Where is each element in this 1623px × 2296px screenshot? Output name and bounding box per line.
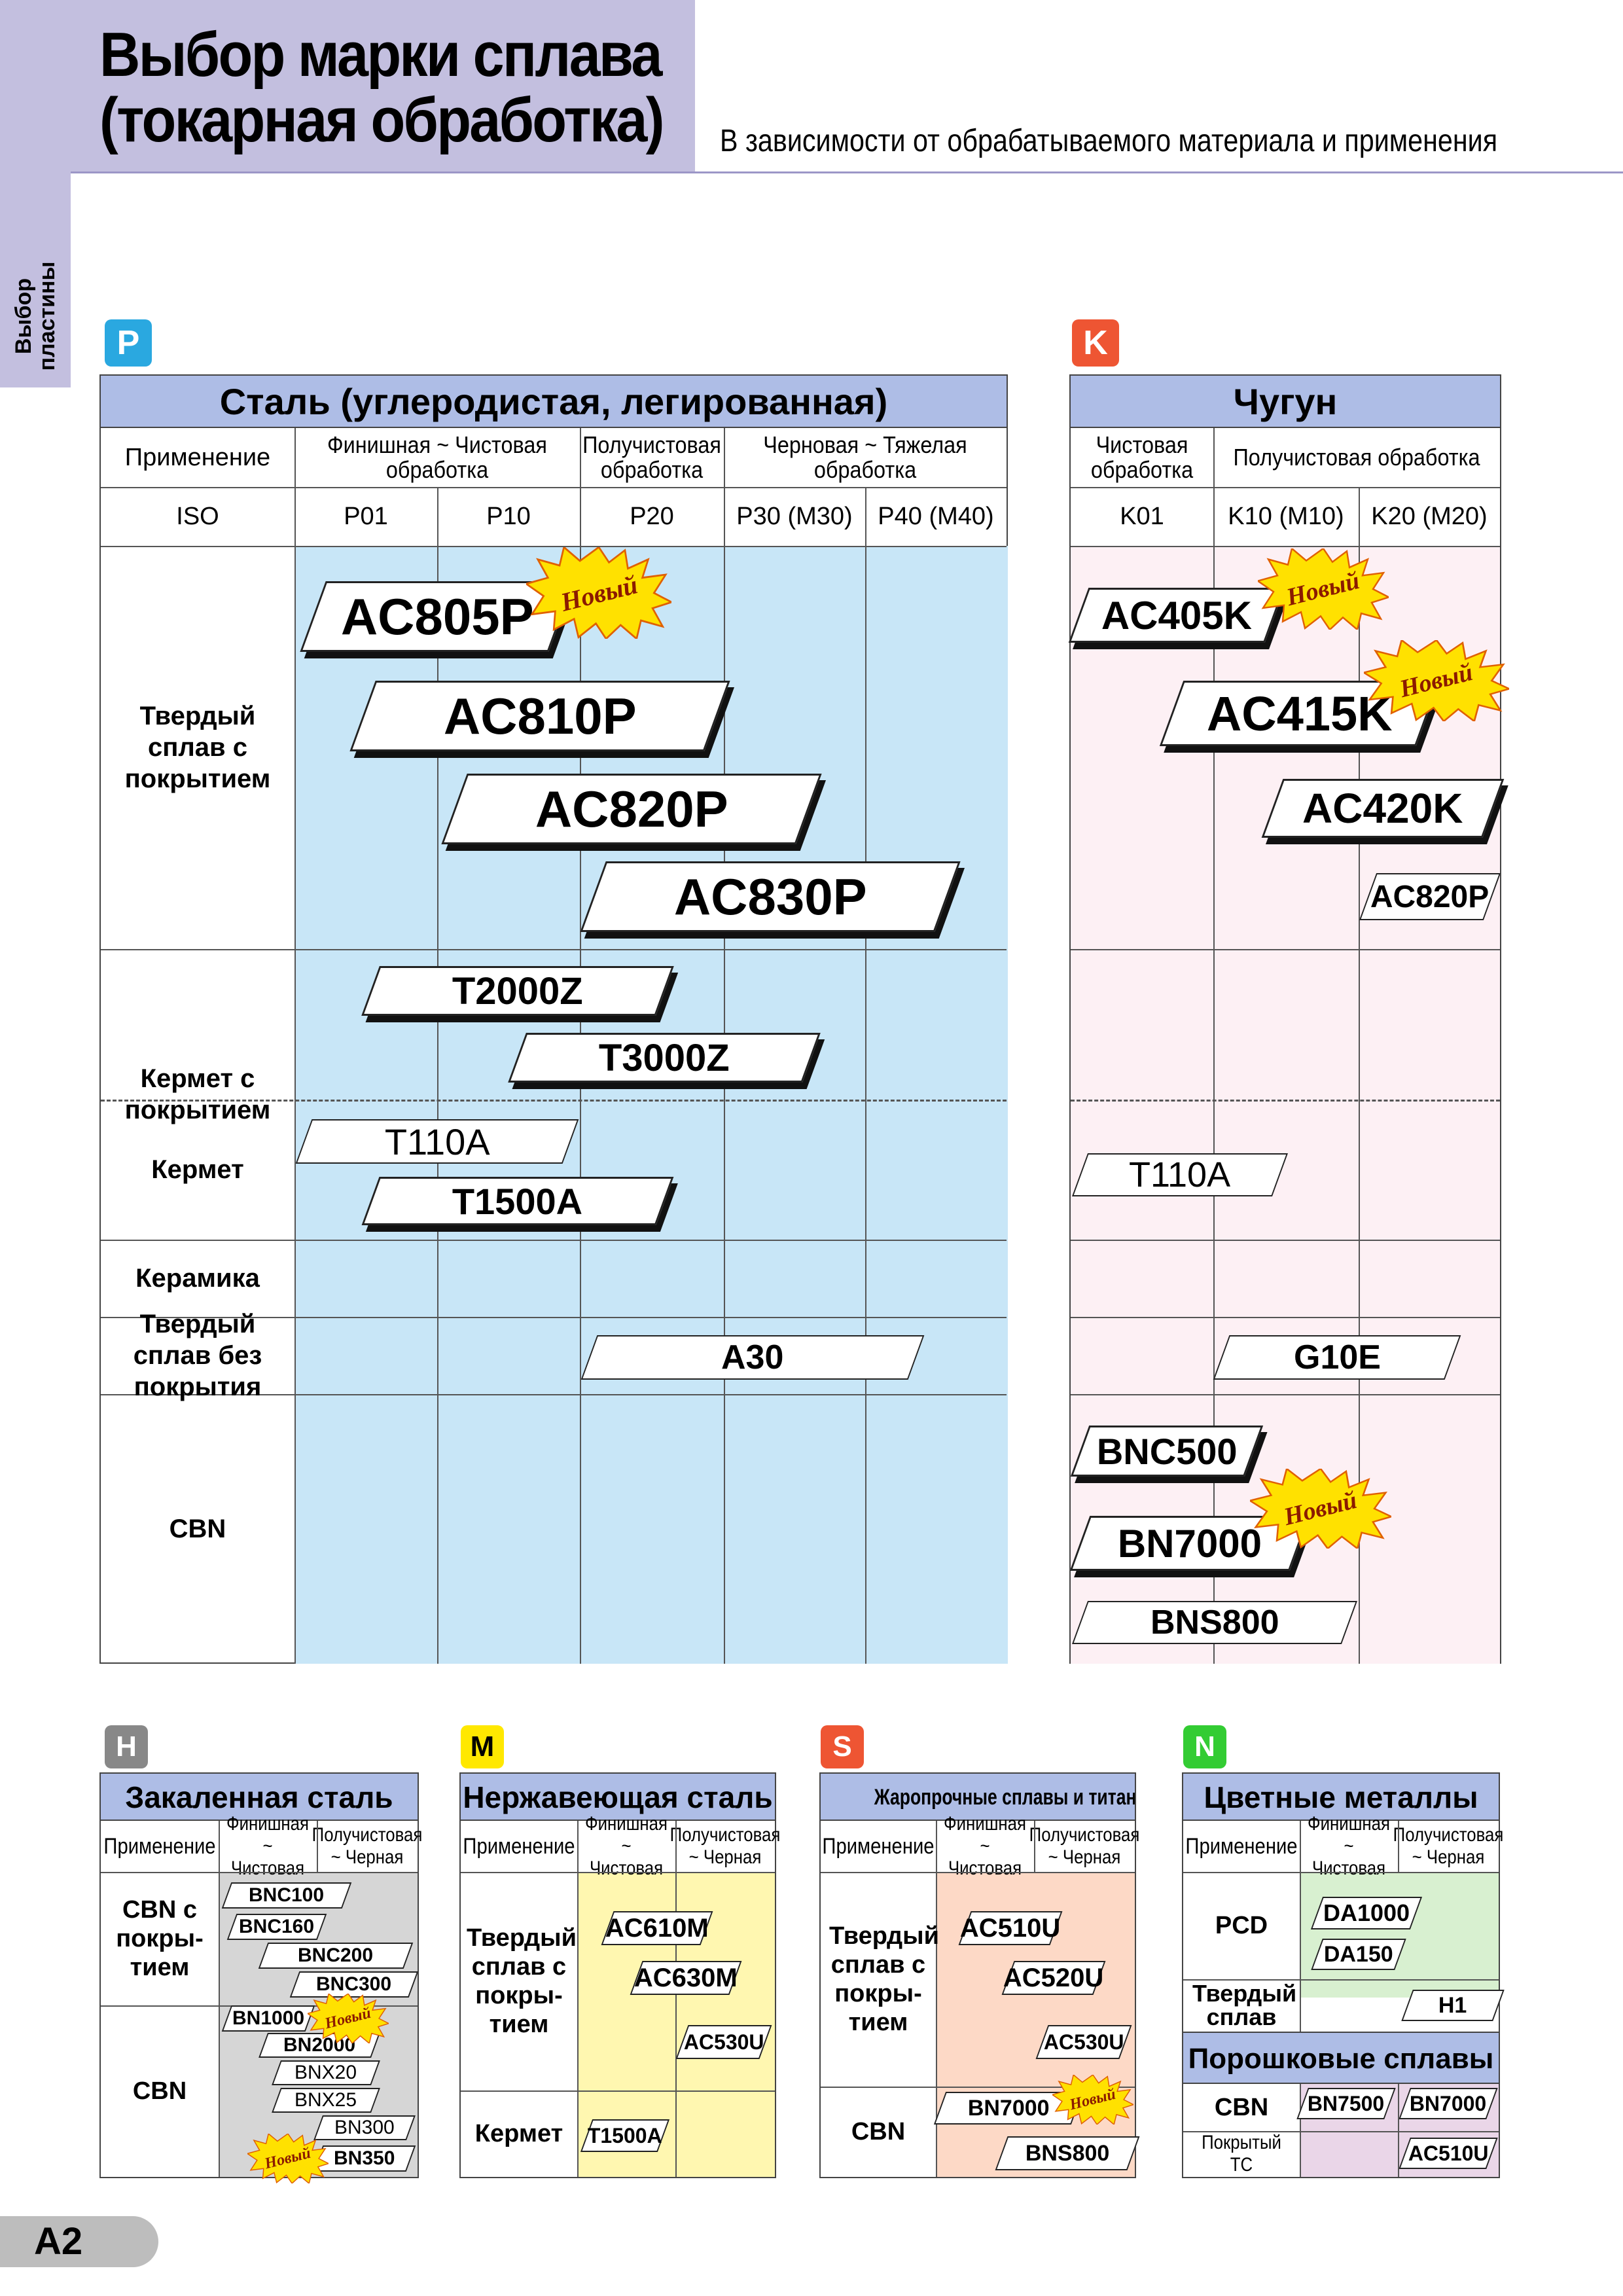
heatres-title: Жаропрочные сплавы и титановые сплавы: [821, 1774, 1135, 1821]
nonferrous-row4: Покрытый TC: [1202, 2132, 1281, 2176]
nonferrous-title: Цветные металлы: [1183, 1774, 1499, 1821]
grade-g10e[interactable]: G10E: [1213, 1335, 1461, 1380]
grade-ac820p[interactable]: AC820P: [441, 774, 822, 844]
nonferrous-row2: Твердый сплав: [1192, 1980, 1297, 2030]
grade-a30[interactable]: A30: [580, 1335, 925, 1380]
iron-title: Чугун: [1071, 376, 1500, 428]
badge-h-icon: H: [105, 1725, 148, 1768]
grade-t2000z[interactable]: T2000Z: [361, 966, 674, 1016]
iso-k10: K10 (M10): [1228, 503, 1344, 530]
new-burst-bn7000-s: Новый: [1052, 2075, 1133, 2125]
hardened-title: Закаленная сталь: [101, 1774, 418, 1821]
grade-da1000[interactable]: DA1000: [1310, 1897, 1423, 1929]
grade-t110a-iron[interactable]: T110A: [1071, 1153, 1289, 1196]
steel-app-label: Применение: [124, 444, 271, 471]
grade-h1[interactable]: H1: [1401, 1990, 1505, 2021]
iron-app-finish: Чистовая обработка: [1090, 431, 1194, 483]
grade-bn1000[interactable]: BN1000: [221, 2005, 315, 2032]
steel-table: Сталь (углеродистая, легированная) Приме…: [99, 374, 1008, 1664]
grade-ac520u[interactable]: AC520U: [1001, 1961, 1106, 1995]
grade-t110a-steel[interactable]: T110A: [295, 1119, 579, 1164]
iso-p20: P20: [630, 503, 674, 530]
grade-ac530u-s[interactable]: AC530U: [1035, 2025, 1132, 2059]
page-subtitle: В зависимости от обрабатываемого материа…: [720, 124, 1498, 158]
grade-ac405k[interactable]: AC405K: [1068, 588, 1285, 643]
grade-bn350[interactable]: BN350: [313, 2145, 416, 2172]
badge-m-icon: M: [461, 1725, 504, 1768]
stainless-title: Нержавеющая сталь: [461, 1774, 775, 1821]
hardened-row2: CBN: [132, 2077, 187, 2105]
new-burst-ac405k: Новый: [1258, 548, 1389, 630]
row-cbn: CBN: [169, 1515, 226, 1543]
iso-p10: P10: [486, 503, 531, 530]
new-burst-ac805p: Новый: [526, 547, 671, 639]
badge-n-icon: N: [1183, 1725, 1226, 1768]
badge-k-icon: K: [1072, 319, 1119, 367]
grade-bns800-s[interactable]: BNS800: [995, 2136, 1140, 2170]
row-coated-cermet: Кермет с покрытием: [124, 1064, 271, 1124]
grade-bnc160[interactable]: BNC160: [226, 1914, 327, 1940]
steel-app-finish: Финишная ~ Чистовая обработка: [327, 431, 547, 483]
row-cermet: Кермет: [151, 1155, 244, 1184]
steel-app-rough: Черновая ~ Тяжелая обработка: [763, 431, 967, 483]
grade-bn7000-n[interactable]: BN7000: [1399, 2088, 1498, 2119]
iso-p01: P01: [344, 503, 388, 530]
page-title: Выбор марки сплава (токарная обработка): [99, 20, 664, 155]
grade-ac630m[interactable]: AC630M: [630, 1961, 742, 1995]
row-ceramic: Керамика: [135, 1264, 260, 1293]
new-burst-bn350: Новый: [247, 2134, 329, 2183]
grade-bn300[interactable]: BN300: [313, 2115, 416, 2140]
nonferrous-row3: CBN: [1214, 2094, 1269, 2121]
grade-ac510u-n[interactable]: AC510U: [1399, 2138, 1498, 2169]
iso-k01: K01: [1120, 503, 1164, 530]
grade-bns800-iron[interactable]: BNS800: [1071, 1601, 1358, 1644]
stainless-row2: Кермет: [474, 2120, 563, 2147]
page-number: A2: [0, 2216, 158, 2267]
badge-s-icon: S: [821, 1725, 864, 1768]
stainless-row1: Твердый сплав с покры- тием: [467, 1924, 577, 2038]
grade-bn7500[interactable]: BN7500: [1296, 2088, 1396, 2119]
new-burst-ac415k: Новый: [1364, 640, 1509, 721]
grade-ac530u-m[interactable]: AC530U: [675, 2025, 772, 2059]
powder-title: Порошковые сплавы: [1183, 2032, 1499, 2084]
header-band: [0, 0, 695, 171]
grade-bnc200[interactable]: BNC200: [258, 1943, 414, 1969]
grade-ac810p[interactable]: AC810P: [349, 681, 730, 751]
row-uncoated-carbide: Твердый сплав без покрытия: [133, 1310, 262, 1401]
heatres-row2: CBN: [851, 2118, 906, 2145]
nonferrous-row1: PCD: [1215, 1912, 1268, 1939]
new-burst-bn1000: Новый: [308, 1994, 389, 2043]
new-burst-bn7000: Новый: [1250, 1469, 1391, 1549]
grade-t3000z[interactable]: T3000Z: [508, 1033, 821, 1083]
iso-k20: K20 (M20): [1371, 503, 1488, 530]
badge-p-icon: P: [105, 319, 152, 367]
heatres-row1: Твердый сплав с покры- тием: [829, 1922, 939, 2036]
iso-p40: P40 (M40): [878, 503, 994, 530]
steel-iso-label: ISO: [176, 503, 219, 530]
grade-ac510u-s[interactable]: AC510U: [958, 1911, 1063, 1945]
hardened-row1: CBN с покры- тием: [116, 1896, 204, 1981]
grade-bnx20[interactable]: BNX20: [272, 2060, 380, 2085]
grade-bnx25[interactable]: BNX25: [272, 2088, 380, 2113]
grade-ac420k[interactable]: AC420K: [1261, 779, 1505, 838]
iron-app-semi: Получистовая обработка: [1233, 444, 1480, 471]
iso-p30: P30 (M30): [736, 503, 853, 530]
grade-ac830p[interactable]: AC830P: [580, 861, 961, 932]
grade-bnc500[interactable]: BNC500: [1070, 1426, 1264, 1477]
steel-app-semi: Получистовая обработка: [582, 431, 721, 483]
grade-ac610m[interactable]: AC610M: [601, 1911, 713, 1945]
header-rule: [71, 171, 1623, 173]
grade-bnc100[interactable]: BNC100: [221, 1882, 352, 1909]
grade-t1500a[interactable]: T1500A: [361, 1177, 674, 1225]
grade-ac820p-iron[interactable]: AC820P: [1359, 873, 1501, 920]
grade-da150[interactable]: DA150: [1311, 1939, 1406, 1970]
steel-title: Сталь (углеродистая, легированная): [101, 376, 1007, 428]
row-coated-carbide: Твердый сплав с покрытием: [124, 702, 271, 793]
grade-t1500a-m[interactable]: T1500A: [580, 2119, 670, 2152]
